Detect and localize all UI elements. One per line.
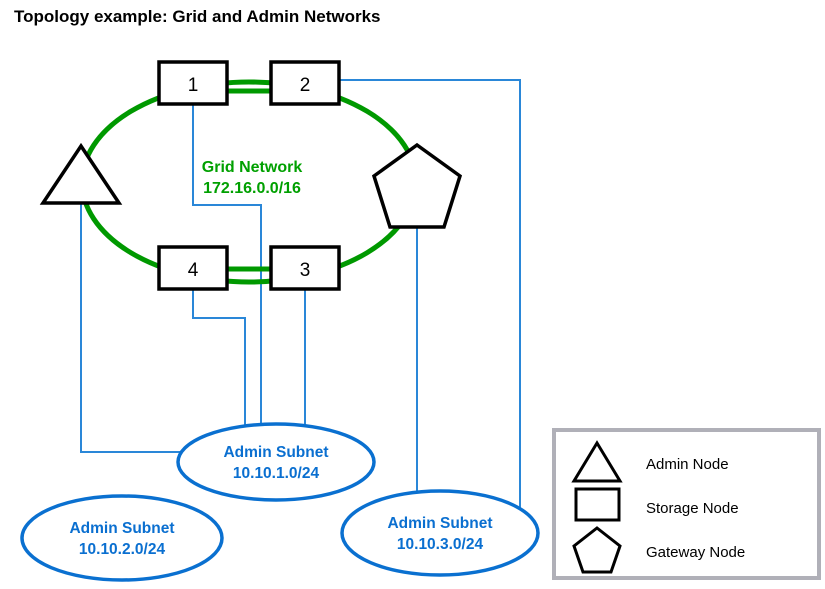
page-title: Topology example: Grid and Admin Network… (14, 7, 381, 26)
gateway-node-shape[interactable] (371, 142, 463, 229)
link-node2-to-subnet3 (337, 79, 521, 520)
admin-subnet-3-shape[interactable] (340, 489, 540, 577)
link-node4-to-subnet1 (192, 288, 246, 440)
admin-subnet-3-cidr: 10.10.3.0/24 (397, 536, 484, 553)
link-adminnode-to-subnet1 (80, 203, 190, 453)
legend-item-gateway-node: Gateway Node (572, 526, 745, 574)
pentagon-icon (572, 526, 622, 574)
node-4[interactable]: 4 (157, 245, 229, 291)
node-4-label: 4 (188, 260, 199, 281)
node-2-label: 2 (300, 75, 311, 96)
legend-item-storage-node: Storage Node (574, 487, 739, 522)
admin-subnet-3-name: Admin Subnet (387, 515, 492, 532)
admin-network-links (80, 79, 521, 520)
node-3[interactable]: 3 (269, 245, 341, 291)
grid-network-label: Grid Network 172.16.0.0/16 (202, 159, 303, 197)
node-1-shape[interactable] (157, 60, 229, 106)
rectangle-icon (574, 487, 621, 522)
legend: Admin Node Storage Node Gateway Node (552, 428, 821, 580)
admin-subnet-2-shape[interactable] (20, 494, 224, 582)
admin-subnet-1-name: Admin Subnet (223, 444, 328, 461)
admin-subnet-2-name: Admin Subnet (69, 520, 174, 537)
legend-item-admin-node: Admin Node (571, 440, 729, 483)
admin-subnet-1-shape[interactable] (176, 422, 376, 502)
link-node1-to-subnet1 (192, 104, 262, 440)
node-2[interactable]: 2 (269, 60, 341, 106)
admin-subnet-1-cidr: 10.10.1.0/24 (233, 465, 320, 482)
node-3-shape[interactable] (269, 245, 341, 291)
triangle-icon (571, 440, 623, 483)
legend-label-storage-node: Storage Node (646, 500, 739, 517)
node-1[interactable]: 1 (157, 60, 229, 106)
legend-label-admin-node: Admin Node (646, 456, 729, 473)
grid-network-name: Grid Network (202, 159, 303, 176)
admin-node-shape[interactable] (39, 142, 123, 205)
node-4-shape[interactable] (157, 245, 229, 291)
node-2-shape[interactable] (269, 60, 341, 106)
admin-subnet-3[interactable]: Admin Subnet 10.10.3.0/24 (340, 489, 540, 577)
legend-label-gateway-node: Gateway Node (646, 544, 745, 561)
node-1-label: 1 (188, 75, 199, 96)
admin-node[interactable] (39, 142, 123, 205)
admin-subnet-2-cidr: 10.10.2.0/24 (79, 541, 166, 558)
node-3-label: 3 (300, 260, 311, 281)
grid-network-cidr: 172.16.0.0/16 (203, 180, 301, 197)
admin-subnet-1[interactable]: Admin Subnet 10.10.1.0/24 (176, 422, 376, 502)
admin-subnet-2[interactable]: Admin Subnet 10.10.2.0/24 (20, 494, 224, 582)
gateway-node[interactable] (371, 142, 463, 229)
